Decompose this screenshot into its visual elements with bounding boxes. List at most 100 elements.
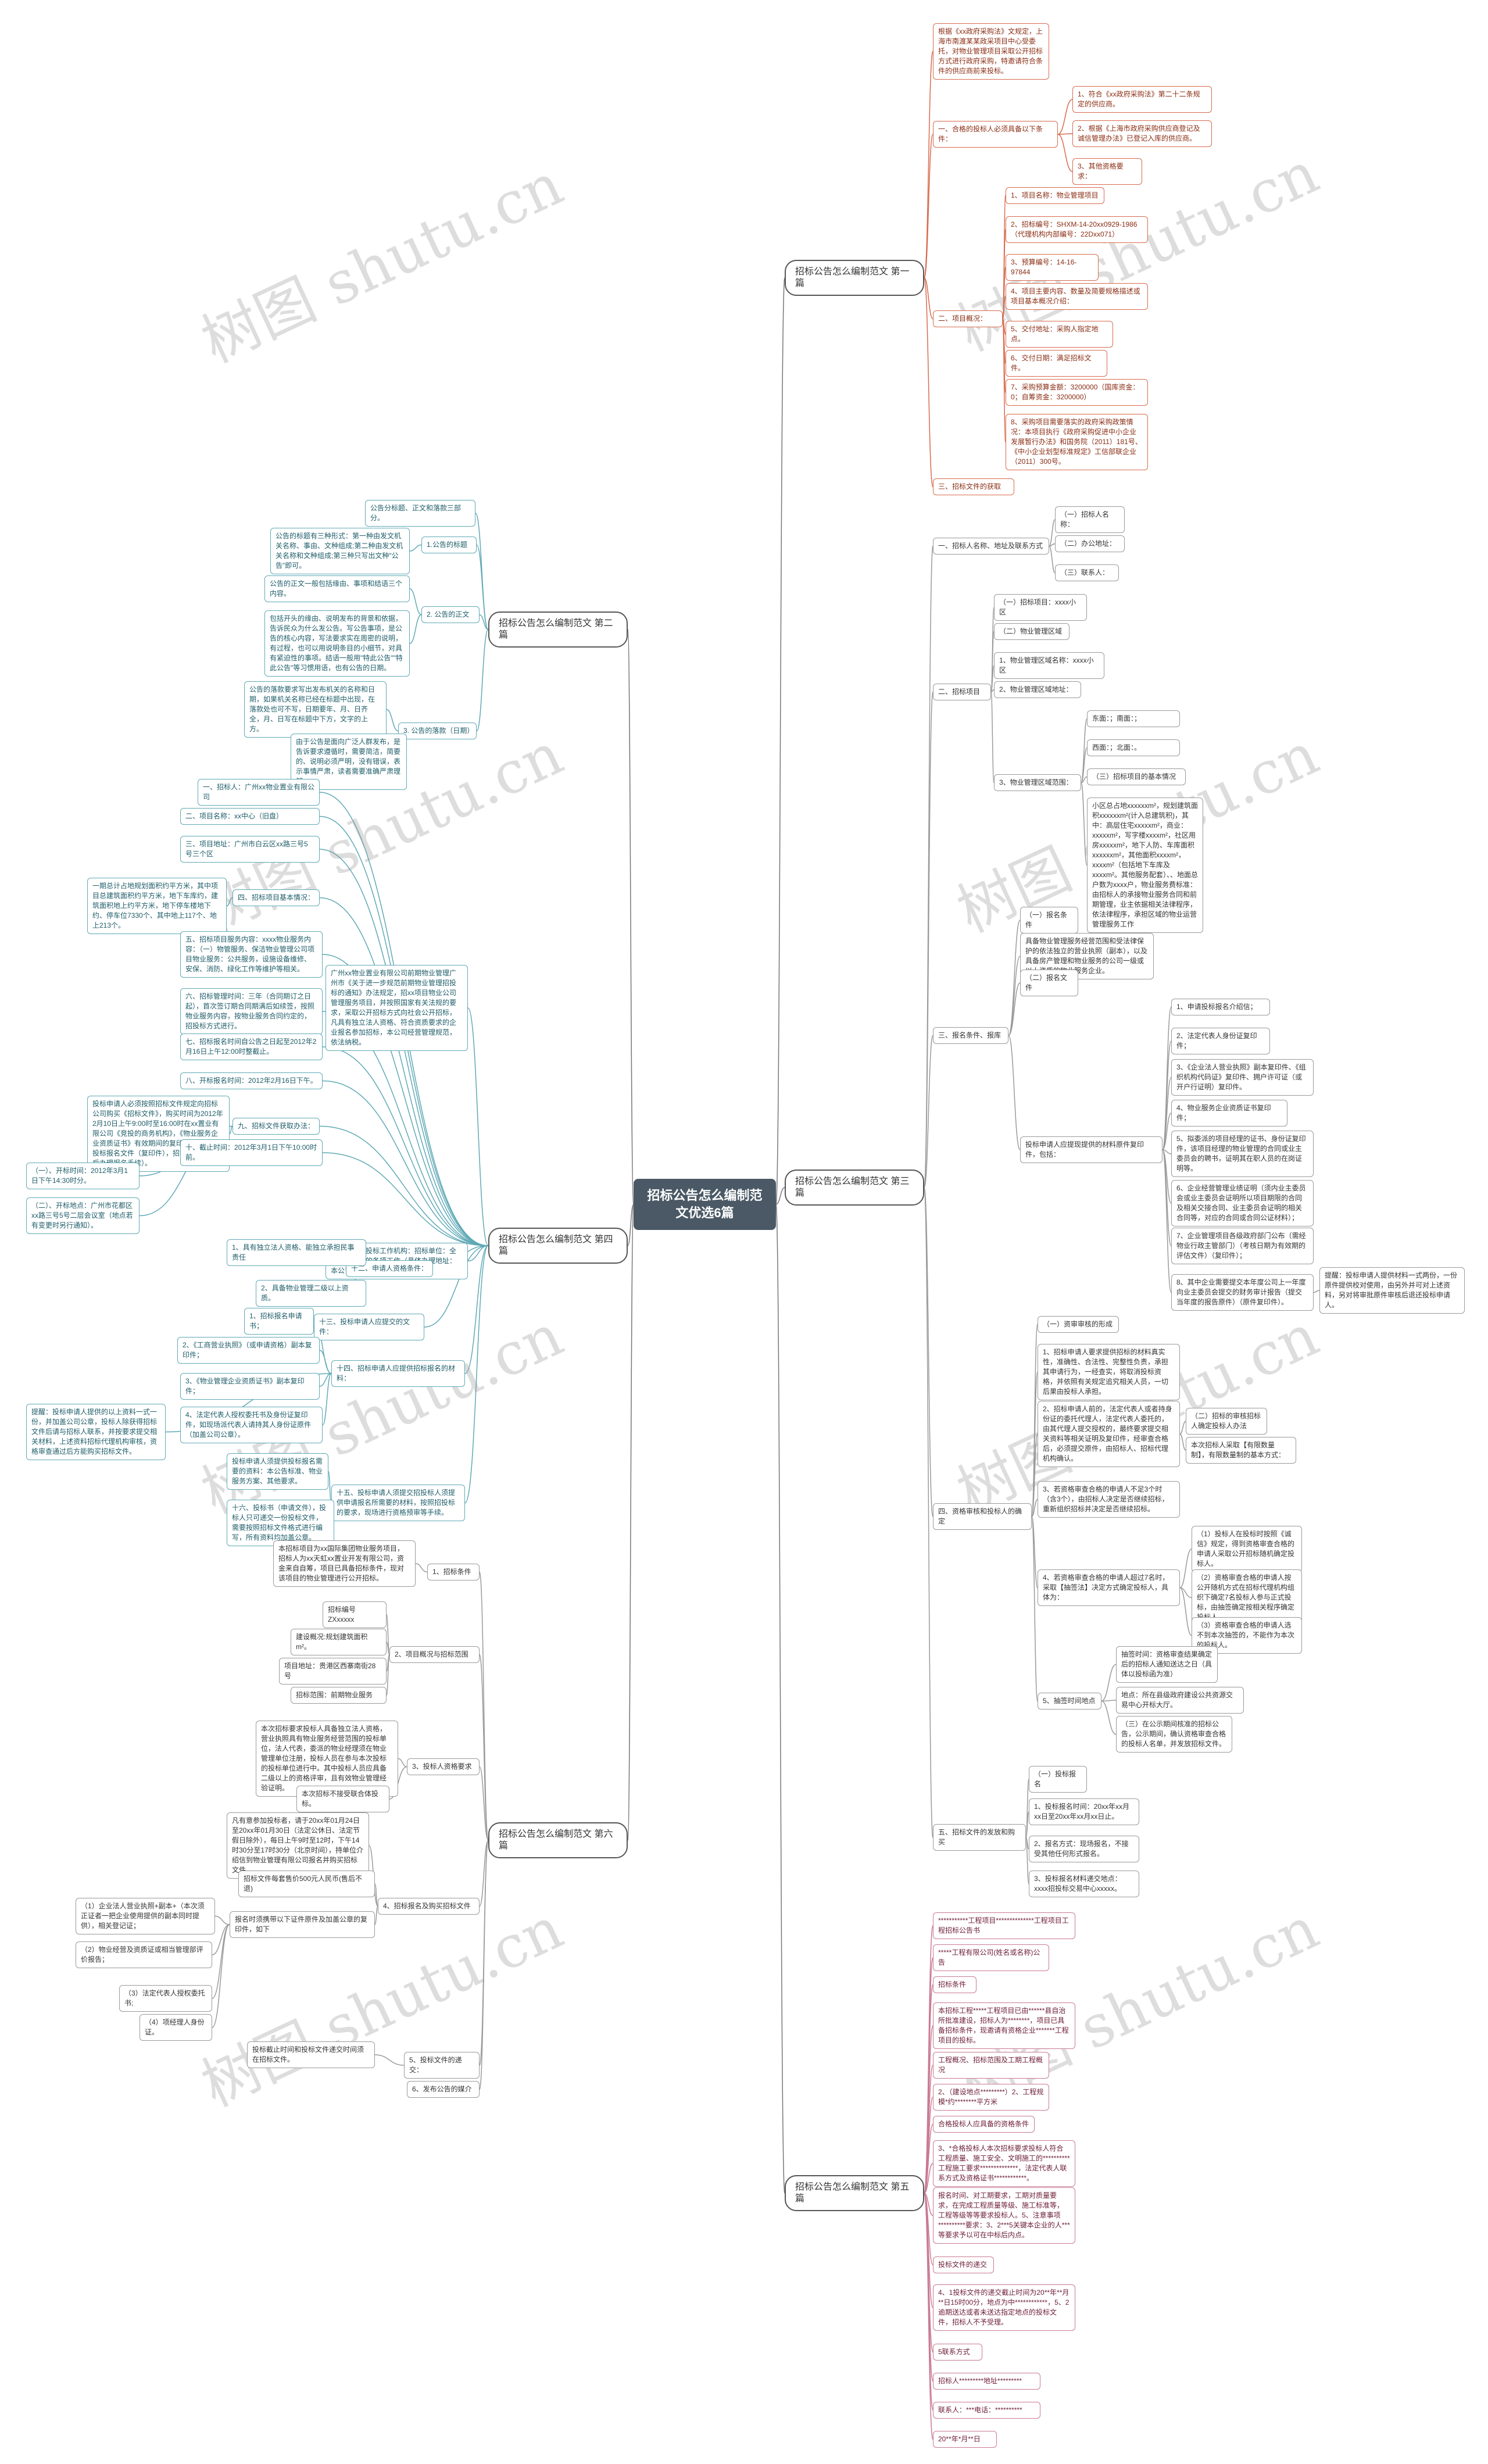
topic-node[interactable]: 九、招标文件获取办法：	[233, 1118, 320, 1135]
topic-node[interactable]: 一、合格的投标人必须具备以下条件：	[933, 121, 1058, 148]
topic-node[interactable]: 5、投标文件的递交：	[404, 2052, 480, 2079]
topic-node[interactable]: 6、企业经营管理业绩证明（须内业主委员会或业主委员会证明所以项目期限的合同及相关…	[1171, 1180, 1314, 1226]
topic-node[interactable]: （1）投标人在投标时按照《诚信》规定，得到资格审查合格的申请人采取公开招标随机确…	[1192, 1526, 1302, 1572]
topic-node[interactable]: 4、1投标文件的递交截止时间为20**年**月**日15时00分，地点为中***…	[933, 2284, 1075, 2331]
topic-node[interactable]: 提醒：投标申请人提供的以上资料一式一份，并加盖公司公章，投标人除获得招标文件后请…	[26, 1404, 166, 1460]
topic-node[interactable]: 4、招标报名及购买招标文件	[378, 1898, 480, 1915]
topic-node[interactable]: 招标编号ZXxxxxx	[323, 1601, 387, 1628]
topic-node[interactable]: （一）投标报名	[1029, 1766, 1087, 1793]
topic-node[interactable]: 招标文件每套售价500元人民币(售后不退)	[238, 1871, 375, 1897]
topic-node[interactable]: 投标文件的递交	[933, 2256, 994, 2273]
topic-node[interactable]: 2、《工商营业执照》（或申请资格）副本复印件；	[177, 1337, 320, 1364]
topic-node[interactable]: 5、拟委派的项目经理的证书、身份证复印件，该项目经理的物业管理的合同或业主委员会…	[1171, 1131, 1314, 1177]
topic-node[interactable]: 广州xx物业置业有限公司前期物业管理广州市《关于进一步规范前期物业管理招投标的通…	[326, 965, 468, 1051]
topic-node[interactable]: 1、招标条件	[427, 1564, 480, 1580]
root-topic[interactable]: 招标公告怎么编制范文优选6篇	[634, 1179, 776, 1230]
topic-node[interactable]: 公告的正文一般包括缘由、事项和结语三个内容。	[264, 575, 410, 602]
topic-node[interactable]: 8、采购项目需要落实的政府采购政策情况：本项目执行《政府采购促进中小企业发展暂行…	[1006, 414, 1148, 470]
topic-node[interactable]: 建设概况:规划建筑面积m²。	[291, 1629, 387, 1655]
topic-node[interactable]: 五、招标项目服务内容：xxxx物业服务内容：（一）物管服务、保洁物业管理公司项目…	[180, 931, 323, 978]
topic-node[interactable]: 招标人*********地址*********	[933, 2373, 1040, 2390]
topic-node[interactable]: 1、项目名称：物业管理项目	[1006, 187, 1104, 204]
topic-node[interactable]: （一）、开标时间：2012年3月1日下午14:30时分。	[26, 1163, 140, 1189]
topic-node[interactable]: （二）招标的审核招标人确定投标人办法	[1186, 1408, 1267, 1435]
topic-node[interactable]: 本次招标人采取【有限数量制】，有限数量制的基本方式：	[1186, 1437, 1296, 1464]
topic-node[interactable]: 根据《xx政府采购法》文规定，上海市南渡某某政采项目中心受委托，对物业管理项目采…	[933, 23, 1049, 80]
branch-topic[interactable]: 招标公告怎么编制范文 第六篇	[488, 1822, 628, 1858]
topic-node[interactable]: 七、招标报名时间自公告之日起至2012年2月16日上午12:00时整截止。	[180, 1033, 323, 1060]
topic-node[interactable]: 1、招标报名申请书；	[244, 1308, 314, 1335]
topic-node[interactable]: 项目地址：贵港区西寨南街28号	[279, 1658, 387, 1685]
topic-node[interactable]: 投标申请人应提现提供的材料原件复印件，包括：	[1020, 1136, 1162, 1163]
topic-node[interactable]: 提醒：投标申请人提供材料一式两份，一份原件提供校对使用，由另外并可对上述资料，另…	[1319, 1267, 1465, 1314]
topic-node[interactable]: 西面：；北面：。	[1087, 739, 1180, 756]
topic-node[interactable]: 7、企业管理项目各级政府部门公布（需经物业行政主管部门）（考核日期为有效期的评估…	[1171, 1228, 1314, 1264]
topic-node[interactable]: 十五、投标申请人须提交招投标人须提供申请报名所需要的材料，按照招投标的要求，现场…	[331, 1485, 465, 1521]
topic-node[interactable]: 本招标工程*****工程项目已由******县自治所批准建设，招标人为*****…	[933, 2002, 1075, 2049]
topic-node[interactable]: 抽签时间：资格审查结果确定后的招标人通知送达之日（具体以投标函为准）	[1116, 1646, 1218, 1683]
topic-node[interactable]: 1、投标报名时间：20xx年xx月xx日至20xx年xx月xx日止。	[1029, 1798, 1139, 1825]
topic-node[interactable]: 4、项目主要内容、数量及简要规格描述或项目基本概况介绍：	[1006, 283, 1148, 310]
topic-node[interactable]: （三）在公示期间核准的招标公告，公示期间，确认资格审查合格的投标人名单，并发放招…	[1116, 1716, 1232, 1753]
topic-node[interactable]: 合格投标人应具备的资格条件	[933, 2116, 1035, 2133]
topic-node[interactable]: 公告的标题有三种形式：第一种由发文机关名称、事由、文种组成;第二种由发文机关名称…	[270, 528, 410, 574]
topic-node[interactable]: （三）招标项目的基本情况	[1087, 768, 1186, 785]
topic-node[interactable]: 2、（建设地点*********）2、工程规模*约********平方米	[933, 2084, 1049, 2111]
topic-node[interactable]: 地点：所在县级政府建设公共资源交易中心开标大厅。	[1116, 1687, 1244, 1714]
topic-node[interactable]: 3、物业管理区域范围：	[994, 774, 1081, 791]
topic-node[interactable]: （1）企业法人营业执照+副本+（本次须正证者一把企业使用提供的副本同时提供），相…	[76, 1898, 215, 1934]
branch-topic[interactable]: 招标公告怎么编制范文 第一篇	[785, 260, 924, 296]
topic-node[interactable]: （4）项经理人身份证。	[140, 2014, 212, 2041]
topic-node[interactable]: （二）物业管理区域	[994, 623, 1070, 640]
topic-node[interactable]: 1、物业管理区域名称：xxxx小区	[994, 652, 1104, 679]
topic-node[interactable]: 联系人：***电话：**********	[933, 2402, 1040, 2419]
topic-node[interactable]: 十、截止时间：2012年3月1日下午10:00时前。	[180, 1139, 323, 1166]
topic-node[interactable]: （二）、开标地点：广州市花都区xx路三号5号二层会议室（地点若有变更时另行通知）…	[26, 1197, 140, 1234]
topic-node[interactable]: 招标范围：前期物业服务	[291, 1687, 387, 1704]
topic-node[interactable]: ***********工程项目**************工程项目工程招标公告书	[933, 1912, 1075, 1939]
topic-node[interactable]: 2、物业管理区域地址：	[994, 681, 1081, 698]
topic-node[interactable]: （2）资格审查合格的申请人按公开随机方式在招标代理机构组织下确定7名投标人参与正…	[1192, 1569, 1302, 1626]
topic-node[interactable]: 7、采购预算金额：3200000（国库资金：0；自筹资金：3200000）	[1006, 379, 1148, 406]
topic-node[interactable]: 4、法定代表人授权委托书及身份证复印件，如现场派代表人请持其人身份证原件（加盖公…	[180, 1407, 323, 1443]
topic-node[interactable]: 1、具有独立法人资格、能独立承担民事责任	[227, 1239, 366, 1266]
topic-node[interactable]: 十三、投标申请人应提交的文件：	[314, 1314, 424, 1340]
topic-node[interactable]: 报名时间、对工期要求，工期对质量要求，在完成工程质量等级、施工标准等，工程等级等…	[933, 2187, 1075, 2244]
topic-node[interactable]: 2、具备物业管理二级以上资质。	[256, 1280, 366, 1307]
topic-node[interactable]: 3、其他资格要求：	[1072, 158, 1142, 185]
topic-node[interactable]: 3、投标报名材料递交地点：xxxx招投标交易中心xxxxx。	[1029, 1871, 1139, 1897]
topic-node[interactable]: 8、其中企业需要提交本年度公司上一年度向业主委员会提交的财务审计报告（提交当年度…	[1171, 1274, 1314, 1311]
topic-node[interactable]: 2、报名方式：现场报名，不接受其他任何形式报名。	[1029, 1836, 1139, 1862]
topic-node[interactable]: 2、项目概况与招标范围	[389, 1646, 480, 1663]
topic-node[interactable]: 本次招标不接受联合体投标。	[296, 1786, 389, 1812]
topic-node[interactable]: 包括开头的缘由、说明发布的背景和依据，告诉民众为什么发公告。写公告事项，是公告的…	[264, 610, 410, 677]
topic-node[interactable]: 本招标项目为xx国际集团物业服务项目，招标人为xx天虹xx置业开发有限公司，资金…	[273, 1540, 416, 1587]
topic-node[interactable]: 4、若资格审查合格的申请人超过7名时，采取【抽签法】决定方式确定投标人，具体为：	[1038, 1569, 1180, 1606]
topic-node[interactable]: （一）招标项目：xxxx小区	[994, 594, 1087, 621]
topic-node[interactable]: 3、*合格投标人本次招标要求投标人符合工程质量、施工安全、文明施工的******…	[933, 2140, 1075, 2187]
topic-node[interactable]: 5、交付地址：采购人指定地点。	[1006, 321, 1113, 348]
topic-node[interactable]: 四、资格审核和投标人的确定	[933, 1503, 1032, 1530]
topic-node[interactable]: 招标条件	[933, 1976, 977, 1993]
topic-node[interactable]: 5、抽签时间地点	[1038, 1693, 1101, 1710]
topic-node[interactable]: 本次招标要求投标人具备独立法人资格，营业执照具有物业服务经营范围的投标单位，法人…	[256, 1721, 398, 1797]
topic-node[interactable]: 报名时须携带以下证件原件及加盖公章的复印件，如下	[230, 1911, 375, 1938]
topic-node[interactable]: 1.公告的标题	[421, 537, 477, 553]
topic-node[interactable]: 4、物业服务企业资质证书复印件；	[1171, 1100, 1287, 1126]
topic-node[interactable]: （二）办公地址：	[1055, 535, 1125, 552]
topic-node[interactable]: 2、招标申请人前的，法定代表人或者持身份证的委托代理人，法定代表人委托的，由其代…	[1038, 1401, 1180, 1467]
topic-node[interactable]: 1、招标申请人要求提供招标的材料真实性，准确性、合法性、完整性负责，承担其申请行…	[1038, 1344, 1180, 1400]
topic-node[interactable]: （三）联系人：	[1055, 564, 1119, 581]
topic-node[interactable]: 一、招标人名称、地址及联系方式	[933, 538, 1049, 555]
topic-node[interactable]: 6、交付日期：满足招标文件。	[1006, 350, 1107, 377]
topic-node[interactable]: （一）招标人名称：	[1055, 506, 1125, 533]
topic-node[interactable]: 十六、投标书（申请文件），投标人只可递交一份投标文件，需要按照招标文件格式进行编…	[227, 1500, 334, 1546]
topic-node[interactable]: 八、开标报名时间：2012年2月16日下午。	[180, 1072, 323, 1089]
topic-node[interactable]: 3、若资格审查合格的申请人不足3个时（含3个），由招标人决定是否继续招标，重新组…	[1038, 1481, 1180, 1518]
topic-node[interactable]: 2、根据《上海市政府采购供应商登记及诚信管理办法》已登记入库的供应商。	[1072, 120, 1212, 147]
topic-node[interactable]: 3、《物业管理企业资质证书》副本复印件；	[180, 1373, 320, 1400]
topic-node[interactable]: 3、《企业法人营业执照》副本复印件、《组织机构代码证》复印件、拥户许可证（或开户…	[1171, 1059, 1314, 1096]
topic-node[interactable]: 2、招标编号：SHXM-14-20xx0929-1986（代理机构内部编号：22…	[1006, 216, 1148, 243]
topic-node[interactable]: 一、招标人：广州xx物业置业有限公司	[198, 779, 320, 806]
topic-node[interactable]: 小区总占地xxxxxxm²，规划建筑面积xxxxxxm²(计入总建筑积)，其中：…	[1087, 798, 1203, 933]
